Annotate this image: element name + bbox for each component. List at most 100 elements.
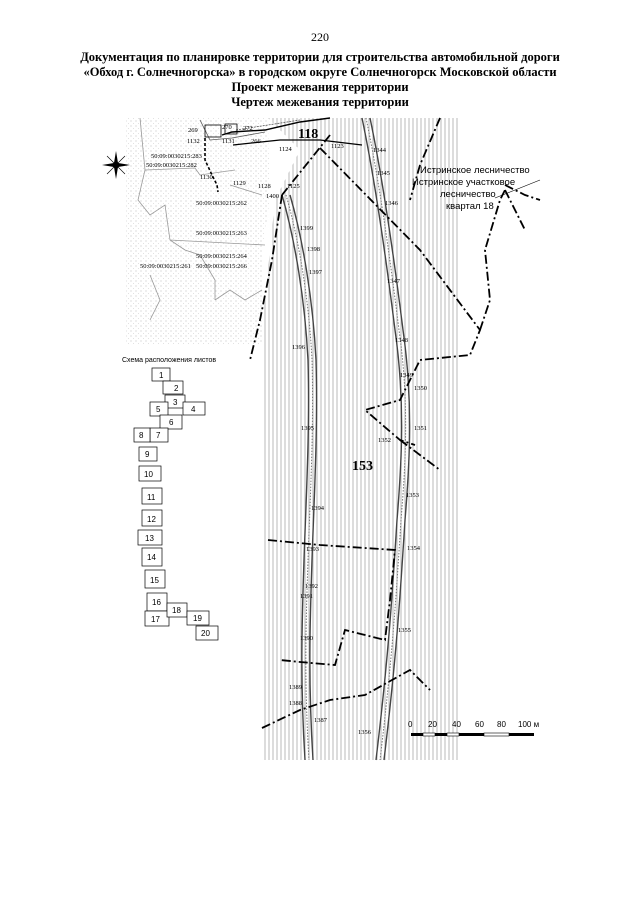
point-label: 1390 <box>300 635 313 642</box>
point-label: 1344 <box>373 147 387 154</box>
scale-tick-label: 40 <box>452 720 461 729</box>
parcel-label: 50:09:0030215:283 <box>151 153 202 160</box>
parcel-label: 50:09:0030215:264 <box>196 253 248 260</box>
title-line-1: Документация по планировке территории дл… <box>80 50 560 64</box>
scale-bar: 0 20 40 60 80 100 м <box>408 720 539 737</box>
parcel-label: 50:09:0030215:261 <box>140 263 191 270</box>
forestry-label-line-1: Истринское лесничество <box>420 165 530 176</box>
point-label: 1400 <box>266 193 279 200</box>
point-label: 1352 <box>378 437 391 444</box>
point-label: 1351 <box>414 425 427 432</box>
sheet-number: 8 <box>139 431 144 440</box>
point-label: 1398 <box>307 246 320 253</box>
forestry-label-line-3: лесничество <box>440 189 496 200</box>
point-label: 1355 <box>398 627 411 634</box>
sheet-number: 4 <box>191 405 196 414</box>
forest-hatched-area <box>262 118 460 760</box>
parcel-label: 50:09:0030215:263 <box>196 230 247 237</box>
sheet-scheme-title: Схема расположения листов <box>122 357 216 364</box>
point-label: 1349 <box>400 372 413 379</box>
scale-tick-label: 100 м <box>518 720 539 729</box>
parcel-area <box>126 117 301 345</box>
sheet-number: 11 <box>147 493 156 502</box>
point-label: 1394 <box>311 505 325 512</box>
forestry-label-line-4: квартал 18 <box>446 201 494 212</box>
sheet-number: 13 <box>145 534 154 543</box>
point-label: 1131 <box>222 138 235 145</box>
point-label: 1395 <box>301 425 314 432</box>
sheet-number: 15 <box>150 576 159 585</box>
sheet-number: 17 <box>151 615 160 624</box>
scale-tick-label: 60 <box>475 720 484 729</box>
quarter-label-153: 153 <box>352 459 373 474</box>
point-label: 1393 <box>306 546 319 553</box>
forestry-label: Истринское лесничество Истринское участк… <box>412 165 541 212</box>
point-label: 266 <box>251 138 262 145</box>
parcel-label: 50:09:0030215:266 <box>196 263 248 270</box>
sheet-number: 20 <box>201 629 210 638</box>
point-label: 270 <box>222 124 232 131</box>
point-label: 1391 <box>300 593 313 600</box>
point-label: 1129 <box>233 180 246 187</box>
scale-tick-label: 80 <box>497 720 506 729</box>
page-number: 220 <box>311 30 329 44</box>
point-label: 1397 <box>309 269 323 276</box>
sheet-number: 5 <box>156 405 161 414</box>
point-label: 1399 <box>300 225 313 232</box>
point-label: 1124 <box>279 146 293 153</box>
top-parcel-marks <box>204 123 238 138</box>
sheet-number: 2 <box>174 384 179 393</box>
road-western-edge <box>281 194 318 761</box>
sheet-number: 18 <box>172 606 181 615</box>
point-label: 1388 <box>289 700 302 707</box>
scale-tick-label: 0 <box>408 720 413 729</box>
point-label: 1389 <box>289 684 302 691</box>
point-labels-middle: 1348 1349 1350 1351 1352 1396 1395 1394 … <box>292 337 427 553</box>
title-line-4: Чертеж межевания территории <box>231 95 409 109</box>
sheet-layout-scheme: Схема расположения листов 1 2 <box>122 357 219 641</box>
parcel-label: 50:09:0030215:282 <box>146 162 197 169</box>
forest-quarter-boundaries <box>249 117 541 729</box>
sheet-number: 12 <box>147 515 156 524</box>
sheet-number: 9 <box>145 450 150 459</box>
sheet-number: 1 <box>159 371 164 380</box>
sheet-number: 16 <box>152 598 161 607</box>
point-label: 1348 <box>395 337 408 344</box>
point-label: 1396 <box>292 344 306 351</box>
sheet-number: 14 <box>147 553 156 562</box>
scale-tick-label: 20 <box>428 720 437 729</box>
point-label: 1354 <box>407 545 421 552</box>
point-label: 1125 <box>287 183 300 190</box>
sheet-number: 6 <box>169 418 174 427</box>
point-label: 1387 <box>314 717 328 724</box>
point-label: 1345 <box>377 170 390 177</box>
point-label: 1130 <box>200 174 213 181</box>
point-label: 1123 <box>331 143 344 150</box>
point-label: 272 <box>243 125 253 132</box>
point-label: 1128 <box>258 183 271 190</box>
sheet-number: 10 <box>144 470 153 479</box>
compass-rose-icon <box>102 151 130 179</box>
sheet-number: 3 <box>173 398 178 407</box>
parcel-labels: 50:09:0030215:283 50:09:0030215:282 50:0… <box>140 153 248 270</box>
point-label: 1346 <box>385 200 399 207</box>
point-label: 1353 <box>406 492 419 499</box>
point-labels-top: 269 270 272 1131 266 1132 1130 1129 1128… <box>187 124 401 285</box>
title-line-2: «Обход г. Солнечногорска» в городском ок… <box>83 65 557 79</box>
point-label: 1392 <box>305 583 318 590</box>
forestry-label-line-2: Истринское участковое <box>412 177 515 188</box>
title-line-3: Проект межевания территории <box>231 80 409 94</box>
road-eastern-edge <box>361 117 411 761</box>
point-label: 1347 <box>387 278 401 285</box>
quarter-label-118: 118 <box>298 127 318 142</box>
sheet-number: 19 <box>193 614 202 623</box>
document-title: Документация по планировке территории дл… <box>20 50 620 110</box>
point-labels-bottom: 1392 1391 1390 1355 1389 1388 1387 1356 <box>289 583 411 736</box>
point-label: 1350 <box>414 385 427 392</box>
sheet-number: 7 <box>156 431 161 440</box>
point-label: 269 <box>188 127 198 134</box>
upper-boundary <box>204 117 363 193</box>
parcel-label: 50:09:0030215:262 <box>196 200 247 207</box>
point-label: 1356 <box>358 729 372 736</box>
